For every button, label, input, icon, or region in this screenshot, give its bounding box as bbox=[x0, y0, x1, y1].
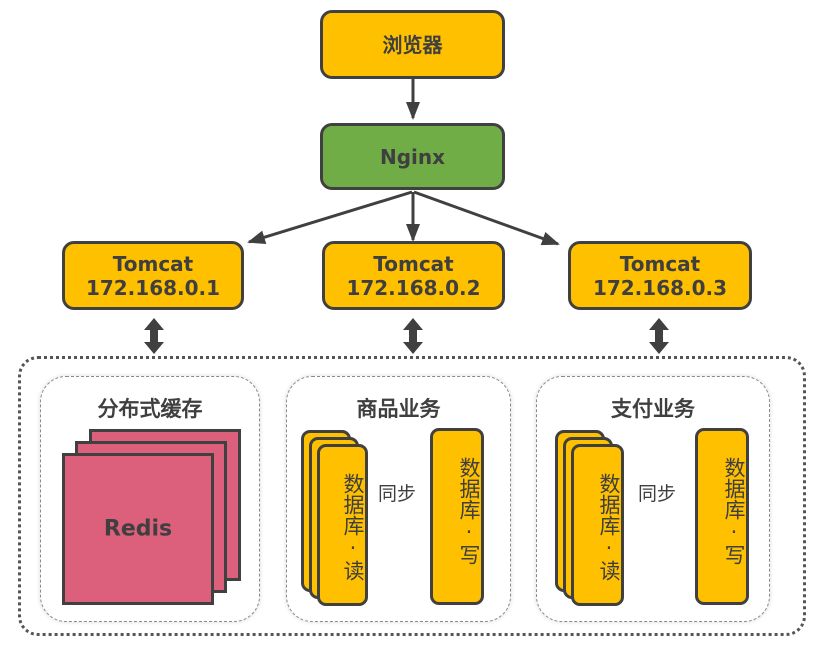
backend-container bbox=[18, 356, 806, 636]
goods-read-db: 数据库·读 bbox=[317, 444, 368, 606]
goods-write-db-label: 数据库·写 bbox=[457, 457, 481, 565]
payment-panel-title: 支付业务 bbox=[611, 397, 695, 421]
goods-sync-label: 同步 bbox=[378, 483, 417, 505]
arrow-nginx-to-tomcat-3 bbox=[413, 190, 560, 246]
double-arrow-tomcat-3 bbox=[649, 318, 669, 354]
tomcat-title: Tomcat bbox=[373, 251, 454, 276]
cache-panel-title: 分布式缓存 bbox=[97, 397, 203, 421]
tomcat-title: Tomcat bbox=[619, 251, 701, 276]
goods-read-db-label: 数据库·读 bbox=[341, 473, 365, 581]
payment-write-db: 数据库·写 bbox=[695, 428, 749, 605]
payment-read-db: 数据库·读 bbox=[571, 444, 624, 606]
goods-write-db: 数据库·写 bbox=[430, 428, 484, 605]
browser-node: 浏览器 bbox=[320, 10, 505, 79]
tomcat-ip: 172.168.0.2 bbox=[346, 275, 481, 300]
goods-panel-title: 商品业务 bbox=[356, 397, 441, 421]
arrow-nginx-to-tomcat-1 bbox=[247, 190, 413, 245]
tomcat-node-3: Tomcat 172.168.0.3 bbox=[568, 241, 752, 310]
browser-label: 浏览器 bbox=[382, 32, 443, 57]
tomcat-node-2: Tomcat 172.168.0.2 bbox=[322, 241, 505, 310]
double-arrow-tomcat-2 bbox=[403, 318, 423, 354]
tomcat-ip: 172.168.0.1 bbox=[85, 275, 221, 300]
nginx-label: Nginx bbox=[379, 144, 446, 169]
tomcat-node-1: Tomcat 172.168.0.1 bbox=[62, 241, 244, 310]
tomcat-title: Tomcat bbox=[112, 251, 194, 276]
nginx-node: Nginx bbox=[320, 123, 505, 190]
redis-label: Redis bbox=[103, 516, 173, 542]
redis-node-front: Redis bbox=[62, 453, 214, 605]
double-arrow-tomcat-1 bbox=[144, 318, 164, 354]
tomcat-ip: 172.168.0.3 bbox=[592, 275, 728, 300]
payment-write-db-label: 数据库·写 bbox=[722, 457, 746, 565]
payment-sync-label: 同步 bbox=[638, 483, 677, 505]
payment-read-db-label: 数据库·读 bbox=[597, 473, 621, 581]
